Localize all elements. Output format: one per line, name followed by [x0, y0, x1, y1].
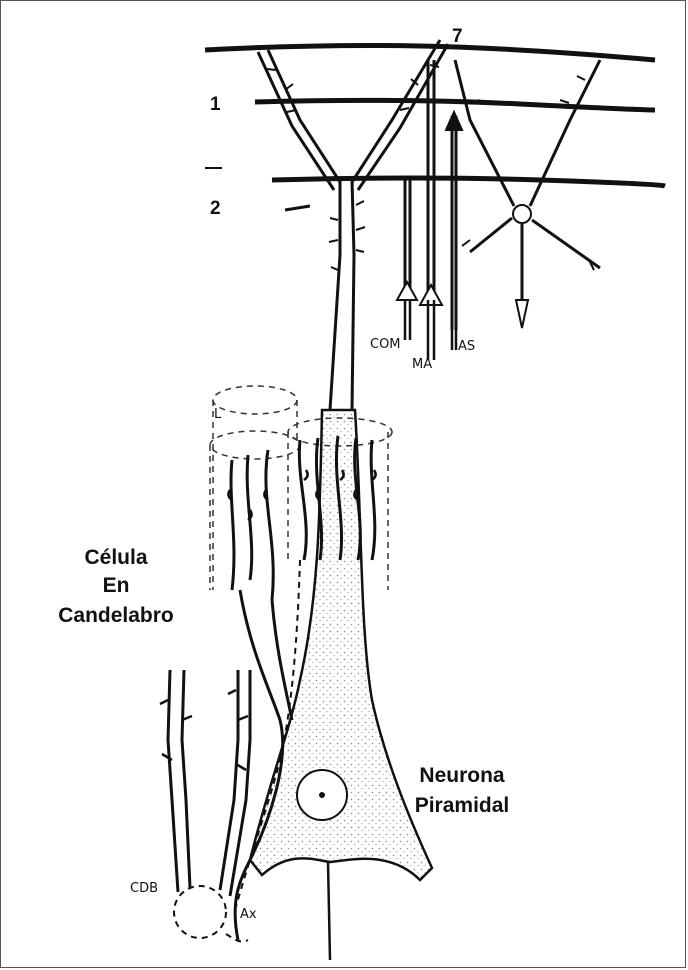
label-as: AS [458, 339, 475, 354]
label-marker-top: 7 [452, 26, 463, 47]
label-cdb: CDB [130, 881, 158, 896]
label-ax: Ax [240, 907, 257, 922]
ma-arrow [420, 285, 442, 305]
label-chandelier-3: Candelabro [58, 604, 174, 627]
as-arrow [446, 112, 462, 130]
label-layer-2: 2 [210, 198, 221, 219]
apical-dendrite [258, 40, 448, 410]
com-arrow [397, 282, 417, 300]
label-ma: MA [412, 357, 432, 372]
pyramidal-soma [250, 410, 432, 960]
label-l: L [214, 407, 222, 422]
label-com: COM [370, 337, 401, 352]
star-neuron [455, 60, 600, 328]
label-pyramidal-2: Piramidal [415, 794, 510, 817]
label-chandelier-2: En [103, 574, 130, 597]
label-chandelier-1: Célula [84, 546, 147, 569]
chandelier-cartridges [210, 386, 392, 600]
label-pyramidal-1: Neurona [419, 764, 505, 787]
label-layer-1: 1 [210, 94, 221, 115]
